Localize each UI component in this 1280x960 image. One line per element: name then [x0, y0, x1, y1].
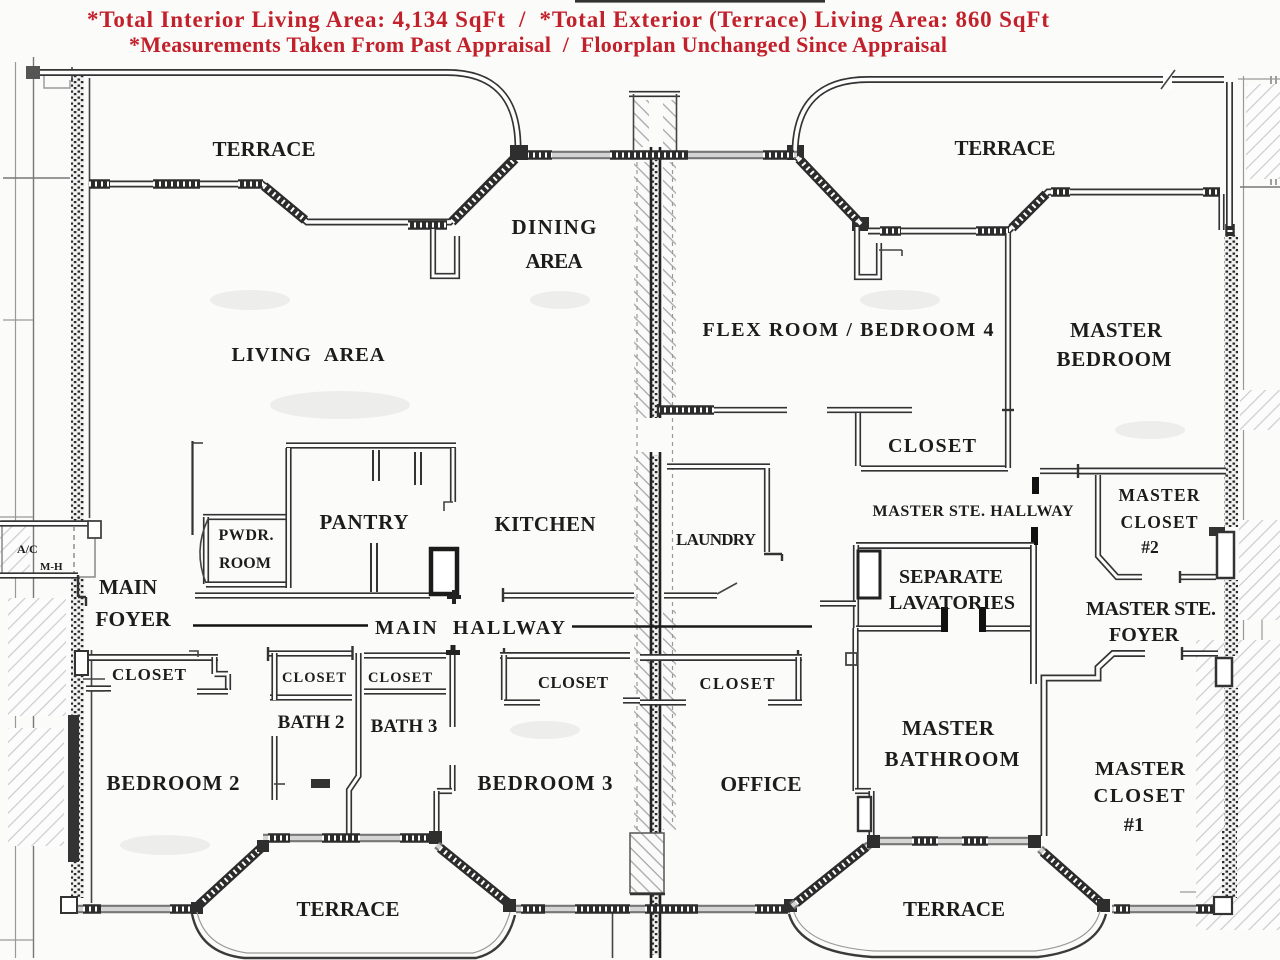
svg-text:LAVATORIES: LAVATORIES: [889, 592, 1015, 614]
svg-text:TERRACE: TERRACE: [955, 136, 1056, 160]
svg-text:PANTRY: PANTRY: [320, 510, 409, 534]
svg-text:CLOSET: CLOSET: [368, 670, 432, 686]
svg-text:CLOSET: CLOSET: [1121, 512, 1198, 532]
svg-text:BATH 2: BATH 2: [278, 712, 345, 733]
svg-text:MASTER: MASTER: [1095, 758, 1185, 780]
svg-text:CLOSET: CLOSET: [538, 673, 608, 692]
svg-text:*Measurements Taken From Past: *Measurements Taken From Past Appraisal …: [129, 32, 947, 57]
svg-text:A/C: A/C: [17, 542, 38, 556]
svg-text:OFFICE: OFFICE: [720, 772, 801, 796]
svg-text:LIVING AREA: LIVING AREA: [232, 344, 385, 366]
svg-text:TERRACE: TERRACE: [297, 897, 400, 921]
svg-text:LAUNDRY: LAUNDRY: [676, 530, 756, 549]
svg-text:DINING: DINING: [512, 215, 597, 239]
svg-text:FLEX ROOM / BEDROOM 4: FLEX ROOM / BEDROOM 4: [703, 319, 994, 341]
svg-text:AREA: AREA: [526, 249, 584, 273]
svg-text:FOYER: FOYER: [95, 607, 171, 631]
svg-text:MASTER: MASTER: [902, 716, 995, 740]
svg-text:#2: #2: [1141, 537, 1159, 557]
svg-text:MASTER STE. HALLWAY: MASTER STE. HALLWAY: [873, 503, 1074, 520]
svg-text:PWDR.: PWDR.: [219, 527, 274, 544]
svg-text:ROOM: ROOM: [219, 555, 271, 572]
svg-text:TERRACE: TERRACE: [213, 137, 316, 161]
svg-text:CLOSET: CLOSET: [112, 665, 187, 684]
svg-text:BEDROOM: BEDROOM: [1057, 347, 1172, 371]
svg-text:KITCHEN: KITCHEN: [495, 512, 596, 536]
svg-text:FOYER: FOYER: [1109, 624, 1180, 646]
svg-text:CLOSET: CLOSET: [888, 435, 977, 457]
svg-text:MAIN HALLWAY: MAIN HALLWAY: [375, 617, 566, 639]
svg-text:CLOSET: CLOSET: [282, 670, 346, 686]
svg-text:BEDROOM 2: BEDROOM 2: [107, 771, 240, 795]
svg-text:TERRACE: TERRACE: [903, 897, 1005, 921]
svg-text:CLOSET: CLOSET: [1094, 785, 1185, 807]
svg-text:*Total Interior Living Area: 4: *Total Interior Living Area: 4,134 SqFt …: [87, 7, 1049, 32]
svg-text:#1: #1: [1124, 814, 1145, 836]
svg-text:MASTER STE.: MASTER STE.: [1086, 598, 1216, 620]
svg-text:MASTER: MASTER: [1119, 485, 1200, 505]
svg-text:BATHROOM: BATHROOM: [885, 747, 1020, 771]
svg-text:BEDROOM 3: BEDROOM 3: [478, 771, 613, 795]
svg-text:BATH 3: BATH 3: [371, 716, 438, 737]
svg-text:MASTER: MASTER: [1070, 318, 1163, 342]
svg-text:SEPARATE: SEPARATE: [899, 566, 1003, 588]
svg-text:M-H: M-H: [40, 561, 63, 573]
svg-text:CLOSET: CLOSET: [700, 674, 775, 693]
svg-text:MAIN: MAIN: [99, 575, 157, 599]
